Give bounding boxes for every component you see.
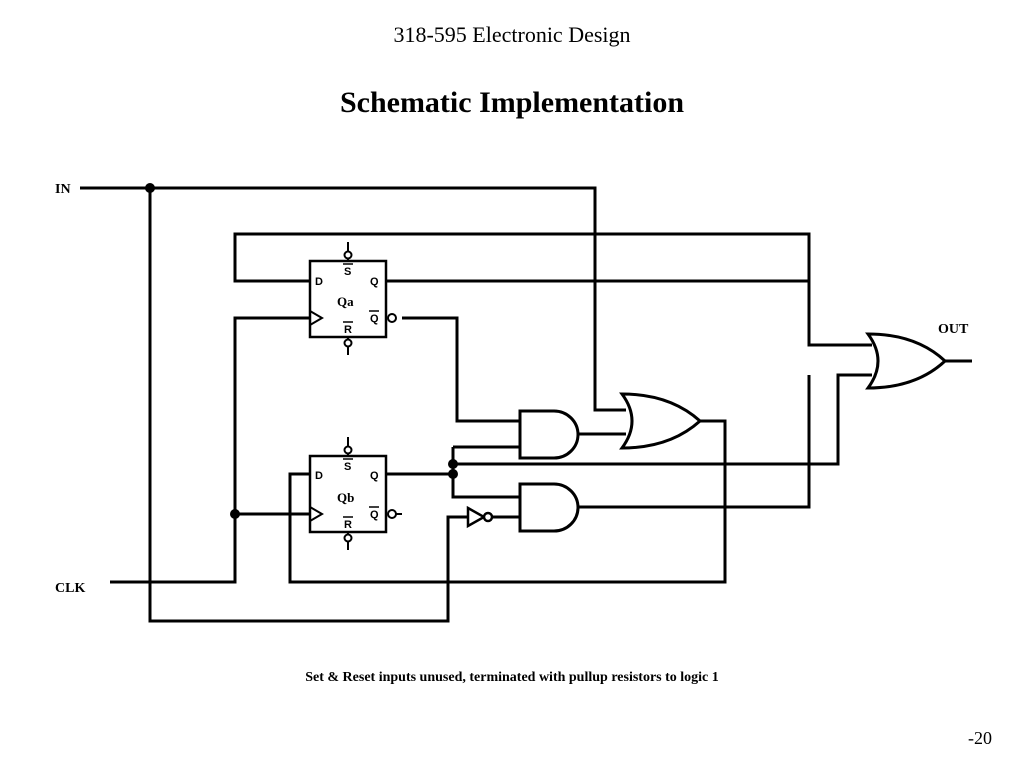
label-clk: CLK: [55, 581, 85, 596]
flipflop-qa: D S Q Q R Qa: [308, 242, 397, 355]
junction-qb-a: [448, 459, 458, 469]
junction-qb-b: [448, 469, 458, 479]
footnote: Set & Reset inputs unused, terminated wi…: [305, 670, 719, 685]
wire-in: [80, 186, 626, 412]
wire-in-down: [148, 188, 468, 623]
qb-pin-qbar: Q: [370, 509, 379, 521]
qa-pin-r: R: [344, 324, 352, 336]
label-in: IN: [55, 182, 71, 197]
qa-pin-qbar: Q: [370, 313, 379, 325]
or-gate-2: [865, 332, 948, 390]
junction-clk: [230, 509, 240, 519]
junction-in: [145, 183, 155, 193]
qb-pin-q: Q: [370, 470, 379, 482]
inverter: [466, 505, 494, 529]
wire-qa-qbar: [402, 316, 520, 423]
course-title: 318-595 Electronic Design: [393, 22, 631, 47]
qa-pin-s: S: [344, 266, 351, 278]
slide-title: Schematic Implementation: [339, 86, 685, 119]
qa-pin-d: D: [315, 276, 323, 288]
flipflop-qb: D S Q Q R Qb: [308, 437, 402, 550]
or-gate-1: [619, 392, 703, 450]
page-number: -20: [968, 728, 992, 748]
qb-pin-r: R: [344, 519, 352, 531]
wires: [80, 186, 972, 623]
wire-clk: [110, 316, 310, 584]
qa-pin-q: Q: [370, 276, 379, 288]
qb-pin-s: S: [344, 461, 351, 473]
wire-or1-out: [288, 419, 727, 584]
label-out: OUT: [938, 322, 969, 337]
qa-name: Qa: [337, 294, 354, 309]
wire-qa-q: [233, 232, 811, 283]
and-gate-2: [518, 482, 580, 533]
qb-pin-d: D: [315, 470, 323, 482]
and-gate-1: [518, 409, 580, 460]
wire-and2-out: [578, 375, 811, 509]
wire-qa-q-or2: [807, 281, 872, 347]
wire-qb-node-and2: [451, 474, 520, 499]
junctions: [145, 183, 458, 519]
qb-name: Qb: [337, 490, 354, 505]
wire-feedback-or2: [453, 373, 872, 466]
